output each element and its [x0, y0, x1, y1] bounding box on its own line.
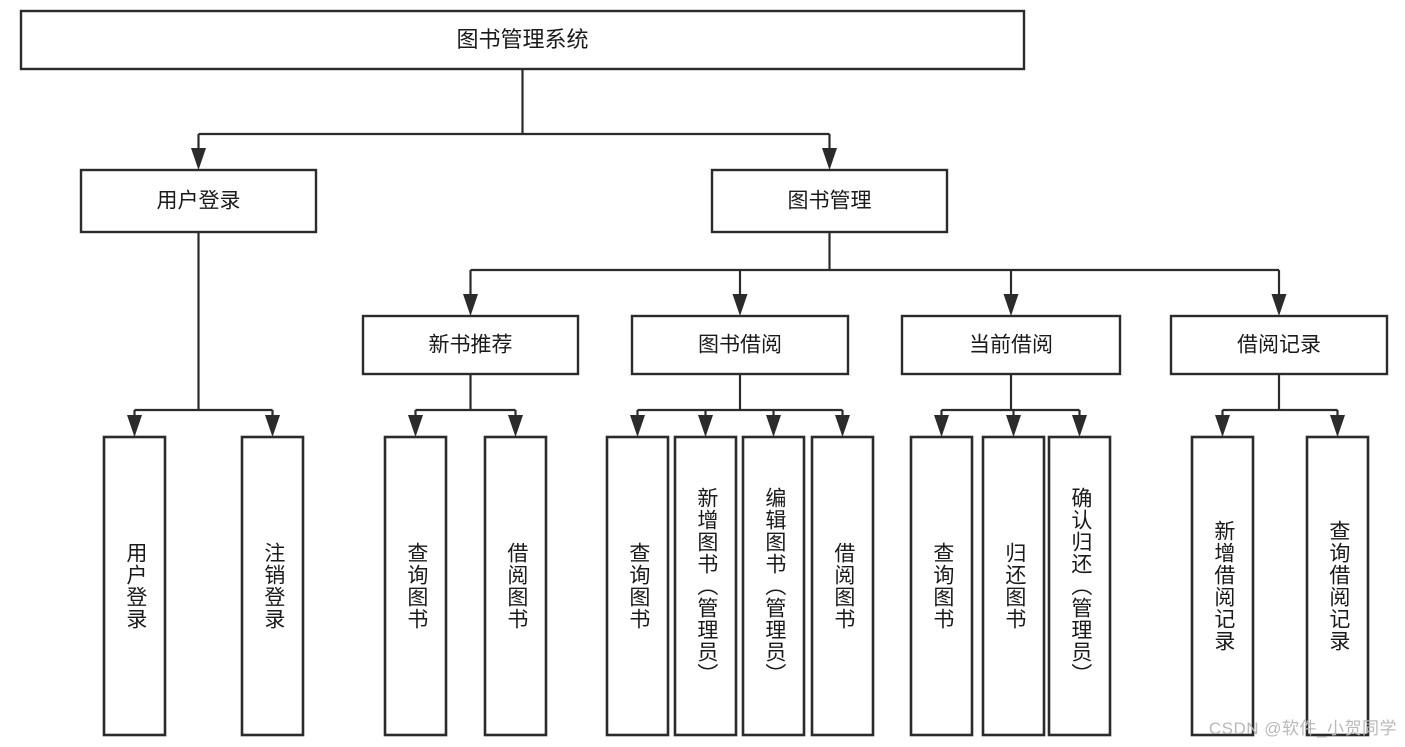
node-label-borrow-record: 借阅记录: [1237, 334, 1321, 357]
node-box-leaf-return-book: [981, 435, 1046, 737]
node-leaf-edit-book[interactable]: [741, 435, 806, 737]
node-box-leaf-borrow-book: [810, 435, 875, 737]
node-leaf-query-book-borrow[interactable]: [605, 435, 670, 737]
node-borrow-record[interactable]: 借阅记录: [1169, 314, 1389, 376]
arrow-head-icon-leaf-confirm-return: [1072, 415, 1087, 437]
node-box-leaf-add-borrow-record: [1190, 435, 1255, 737]
node-box-leaf-logout: [240, 435, 305, 737]
node-box-leaf-query-book-rec: [383, 435, 448, 737]
node-leaf-borrow-book[interactable]: [810, 435, 875, 737]
node-leaf-return-book[interactable]: [981, 435, 1046, 737]
node-label-new-book-recommend: 新书推荐: [429, 334, 513, 357]
arrow-head-icon-borrow-record: [1271, 294, 1287, 316]
node-box-leaf-query-book-borrow: [605, 435, 670, 737]
arrow-head-icon-user-login: [191, 148, 206, 170]
arrow-head-icon-leaf-edit-book: [766, 415, 781, 437]
node-leaf-logout[interactable]: [240, 435, 305, 737]
arrow-head-icon-leaf-logout: [265, 415, 280, 437]
arrow-head-icon-book-management: [822, 148, 837, 170]
arrow-head-icon-leaf-query-book-rec: [408, 415, 423, 437]
arrow-head-icon-leaf-add-book: [698, 415, 713, 437]
node-book-borrow[interactable]: 图书借阅: [630, 314, 850, 376]
node-box-current-borrow: [900, 314, 1122, 376]
node-current-borrow[interactable]: 当前借阅: [900, 314, 1122, 376]
arrow-head-icon-leaf-query-book-current: [934, 415, 949, 437]
arrow-head-icon-book-borrow: [732, 294, 748, 316]
node-new-book-recommend[interactable]: 新书推荐: [361, 314, 580, 376]
node-root[interactable]: 图书管理系统: [19, 9, 1026, 71]
node-box-borrow-record: [1169, 314, 1389, 376]
node-label-book-management: 图书管理: [788, 190, 872, 213]
node-leaf-add-book[interactable]: [673, 435, 738, 737]
node-box-leaf-borrow-book-rec: [483, 435, 548, 737]
arrow-head-icon-current-borrow: [1003, 294, 1019, 316]
node-leaf-confirm-return[interactable]: [1047, 435, 1112, 737]
node-book-management[interactable]: 图书管理: [710, 168, 949, 234]
node-leaf-borrow-book-rec[interactable]: [483, 435, 548, 737]
node-leaf-query-book-current[interactable]: [909, 435, 974, 737]
node-box-book-management: [710, 168, 949, 234]
node-box-leaf-user-login: [102, 435, 167, 737]
arrow-head-icon-leaf-return-book: [1006, 415, 1021, 437]
node-box-leaf-confirm-return: [1047, 435, 1112, 737]
node-box-user-login: [79, 168, 318, 234]
arrow-head-icon-leaf-user-login: [127, 415, 142, 437]
edges-layer: [127, 69, 1345, 437]
node-label-book-borrow: 图书借阅: [698, 334, 782, 357]
csdn-watermark: CSDN @软件_小贺同学: [1208, 719, 1397, 738]
node-leaf-query-borrow-record[interactable]: [1305, 435, 1370, 737]
node-label-user-login: 用户登录: [157, 190, 241, 213]
node-leaf-add-borrow-record[interactable]: [1190, 435, 1255, 737]
node-box-root: [19, 9, 1026, 71]
node-label-root: 图书管理系统: [456, 27, 588, 52]
arrow-head-icon-new-book-recommend: [463, 294, 478, 316]
node-box-leaf-query-book-current: [909, 435, 974, 737]
node-box-leaf-add-book: [673, 435, 738, 737]
node-box-book-borrow: [630, 314, 850, 376]
node-leaf-user-login[interactable]: [102, 435, 167, 737]
node-box-leaf-edit-book: [741, 435, 806, 737]
node-box-new-book-recommend: [361, 314, 580, 376]
arrow-head-icon-leaf-borrow-book-rec: [508, 415, 523, 437]
node-box-leaf-query-borrow-record: [1305, 435, 1370, 737]
arrow-head-icon-leaf-query-borrow-record: [1330, 415, 1345, 437]
node-label-current-borrow: 当前借阅: [969, 334, 1053, 357]
arrow-head-icon-leaf-query-book-borrow: [630, 415, 645, 437]
arrow-head-icon-leaf-borrow-book: [835, 415, 850, 437]
node-user-login[interactable]: 用户登录: [79, 168, 318, 234]
node-leaf-query-book-rec[interactable]: [383, 435, 448, 737]
arrow-head-icon-leaf-add-borrow-record: [1215, 415, 1230, 437]
